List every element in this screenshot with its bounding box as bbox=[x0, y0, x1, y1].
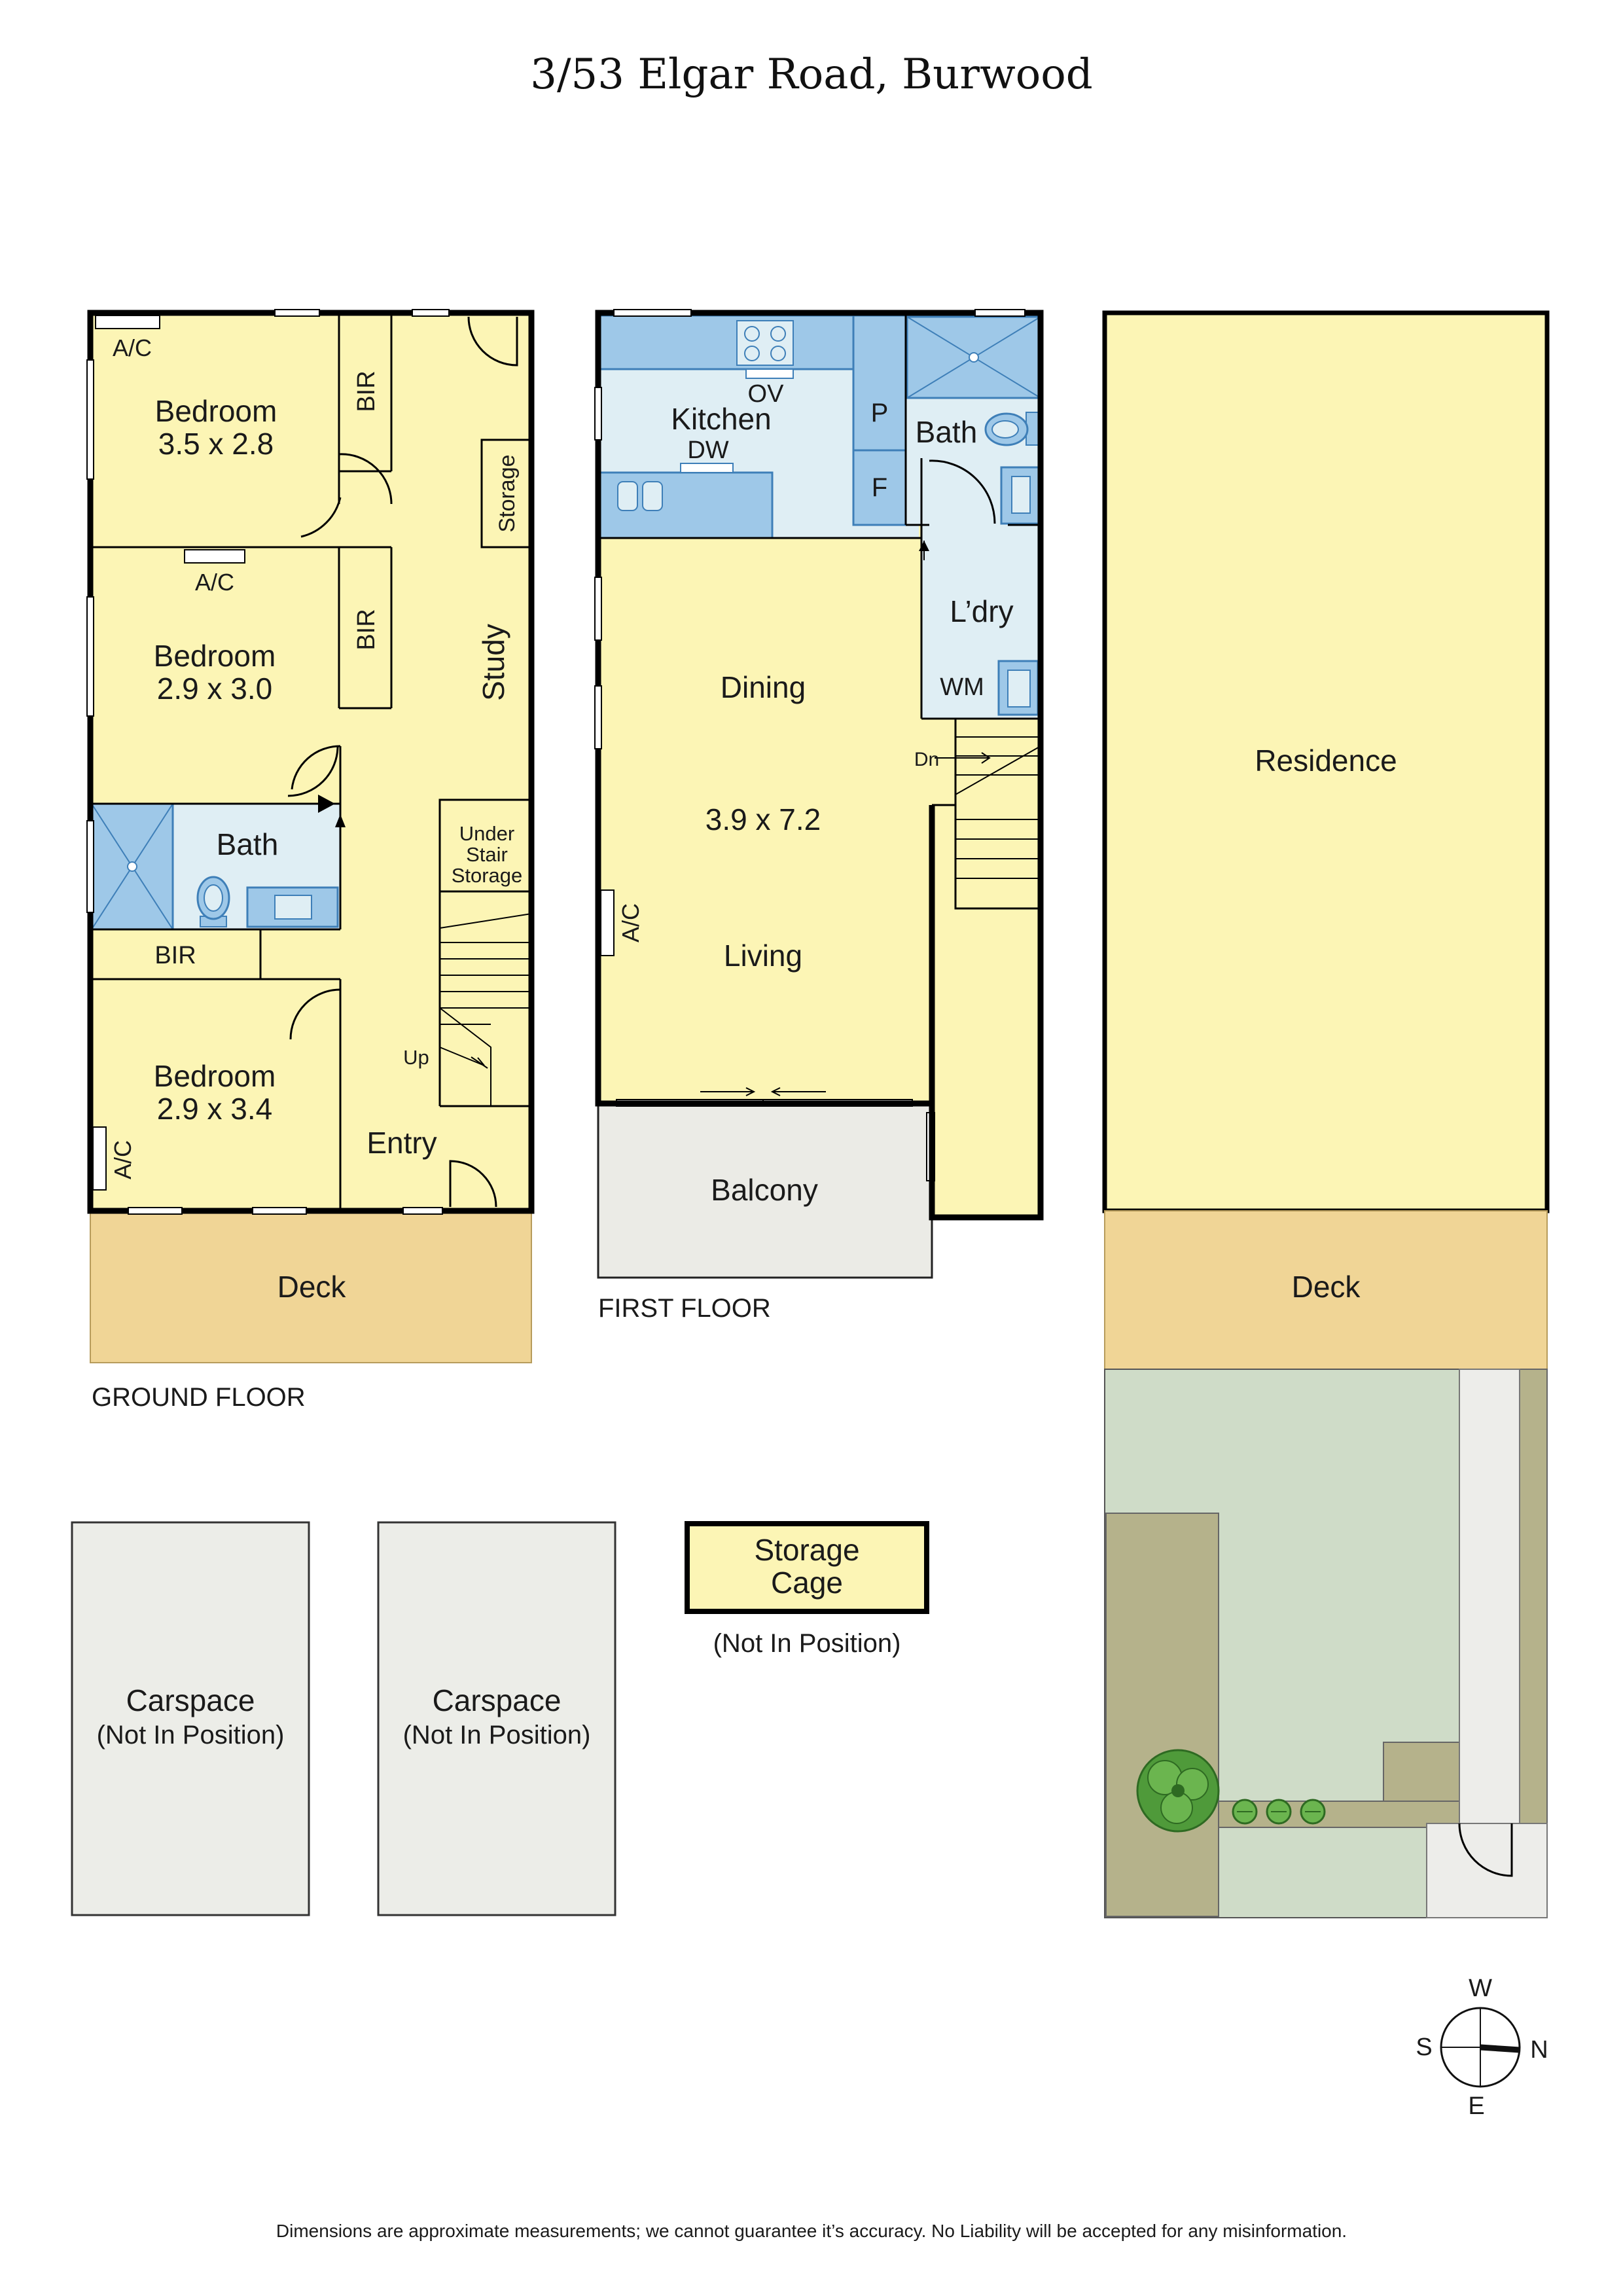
ground-ac3-label: A/C bbox=[109, 1140, 136, 1179]
ground-ac2-label: A/C bbox=[195, 569, 234, 596]
site-deck-label: Deck bbox=[1292, 1270, 1361, 1304]
pantry bbox=[852, 314, 907, 452]
ground-bed1-dim: 3.5 x 2.8 bbox=[158, 427, 274, 461]
first-ac-unit bbox=[600, 889, 615, 956]
ground-bath-label: Bath bbox=[217, 827, 279, 861]
fridge-space bbox=[852, 449, 907, 526]
page-title: 3/53 Elgar Road, Burwood bbox=[530, 50, 1093, 99]
dining-label: Dining bbox=[721, 670, 806, 704]
storage-cage-note: (Not In Position) bbox=[713, 1629, 901, 1658]
living-dim-label: 3.9 x 7.2 bbox=[705, 802, 821, 836]
ground-vanity-icon bbox=[246, 886, 339, 928]
first-floor-label: FIRST FLOOR bbox=[598, 1294, 771, 1323]
under-stair-line-3: Storage bbox=[452, 864, 523, 887]
ground-windows bbox=[86, 309, 450, 1215]
kitchen-label: Kitchen bbox=[671, 402, 771, 436]
first-dn-label: Dn bbox=[914, 749, 939, 770]
first-outer-walls bbox=[595, 310, 1044, 1221]
first-vanity-icon bbox=[1000, 466, 1041, 525]
first-windows bbox=[594, 309, 1026, 749]
compass-w: W bbox=[1469, 1975, 1492, 2002]
first-toilet-icon bbox=[984, 412, 1040, 446]
ground-deck-label: Deck bbox=[277, 1270, 347, 1304]
first-stairs bbox=[935, 717, 1042, 910]
residence-label: Residence bbox=[1255, 744, 1397, 778]
carspace-1-note: (Not In Position) bbox=[97, 1721, 285, 1749]
ground-bir2-label: BIR bbox=[353, 609, 380, 650]
ground-floor-plan: Bedroom 3.5 x 2.8 Bedroom 2.9 x 3.0 Bedr… bbox=[86, 309, 535, 1412]
ground-floor-area bbox=[90, 313, 531, 1211]
site-path bbox=[1459, 1369, 1520, 1824]
first-shower bbox=[906, 315, 1042, 399]
shrub-icons bbox=[1232, 1799, 1326, 1825]
ground-up-label: Up bbox=[403, 1046, 429, 1069]
kitchen-bench-top bbox=[597, 314, 855, 370]
site-deck bbox=[1104, 1210, 1548, 1370]
ground-stairs bbox=[439, 913, 532, 1106]
compass-n: N bbox=[1530, 2036, 1548, 2064]
oven-label: OV bbox=[748, 380, 785, 408]
ground-bed3-name: Bedroom bbox=[154, 1059, 276, 1093]
compass-e: E bbox=[1468, 2092, 1484, 2120]
washing-machine-icon bbox=[997, 660, 1039, 716]
ground-study-label: Study bbox=[476, 624, 510, 701]
ground-bed2-dim: 2.9 x 3.0 bbox=[157, 672, 272, 706]
ground-doors bbox=[287, 316, 518, 1208]
cooktop-icon bbox=[736, 320, 794, 366]
laundry-label: L’dry bbox=[950, 594, 1013, 628]
fridge-label: F bbox=[872, 473, 887, 502]
ground-bed2-name: Bedroom bbox=[154, 639, 276, 673]
first-doors bbox=[919, 459, 996, 560]
under-stair-line-1: Under bbox=[459, 822, 514, 845]
ac-unit-2 bbox=[184, 549, 245, 564]
dishwasher-label: DW bbox=[687, 437, 728, 464]
ground-bed1-name: Bedroom bbox=[155, 394, 277, 428]
disclaimer-footer: Dimensions are approximate measurements;… bbox=[276, 2221, 1347, 2241]
storage-cage-name-2: Cage bbox=[771, 1566, 843, 1600]
storage-cage-name-1: Storage bbox=[754, 1533, 859, 1567]
ground-floor-label: GROUND FLOOR bbox=[92, 1383, 306, 1412]
garden-bed-strip bbox=[1218, 1801, 1460, 1828]
kitchen-island bbox=[597, 463, 774, 539]
ground-bed3-dim: 2.9 x 3.4 bbox=[157, 1092, 272, 1126]
first-floor-plan: Kitchen OV DW P F Bath L’dry WM Dn Dinin… bbox=[594, 309, 1044, 1323]
balcony-label: Balcony bbox=[711, 1173, 818, 1207]
ground-internal-walls bbox=[92, 313, 533, 1211]
ground-bir3-label: BIR bbox=[154, 942, 196, 969]
carspace-1-name: Carspace bbox=[126, 1683, 255, 1717]
compass-s: S bbox=[1416, 2034, 1432, 2061]
ground-entry-label: Entry bbox=[366, 1126, 437, 1160]
compass: W E S N bbox=[1416, 1975, 1548, 2120]
garden-bed-right bbox=[1519, 1369, 1548, 1824]
living-label: Living bbox=[724, 939, 802, 973]
ac-unit-3 bbox=[92, 1126, 107, 1191]
first-ac-label: A/C bbox=[617, 903, 644, 942]
pantry-label: P bbox=[871, 399, 889, 427]
ground-bir1-label: BIR bbox=[353, 370, 380, 412]
garden-bed-left bbox=[1105, 1513, 1219, 1917]
site-plan: Residence Deck bbox=[1102, 310, 1550, 1918]
compass-needle-icon bbox=[1480, 2044, 1520, 2053]
carspace-2-name: Carspace bbox=[433, 1683, 562, 1717]
carspace-2: Carspace (Not In Position) bbox=[377, 1521, 616, 1916]
first-bath-label: Bath bbox=[916, 415, 978, 449]
ground-toilet-icon bbox=[196, 876, 230, 927]
ground-ac1-label: A/C bbox=[113, 334, 152, 361]
carspace-1: Carspace (Not In Position) bbox=[71, 1521, 310, 1916]
ground-storage-label: Storage bbox=[495, 454, 520, 532]
tree-icon bbox=[1136, 1749, 1220, 1833]
carspace-2-note: (Not In Position) bbox=[403, 1721, 591, 1749]
residence-block bbox=[1102, 310, 1550, 1213]
wm-label: WM bbox=[940, 673, 984, 701]
ground-deck bbox=[90, 1210, 532, 1363]
storage-cage: Storage Cage (Not In Position) bbox=[685, 1521, 929, 1658]
garden-bed-step bbox=[1383, 1742, 1460, 1802]
under-stair-line-2: Stair bbox=[466, 843, 508, 866]
ac-unit-1 bbox=[95, 315, 160, 329]
